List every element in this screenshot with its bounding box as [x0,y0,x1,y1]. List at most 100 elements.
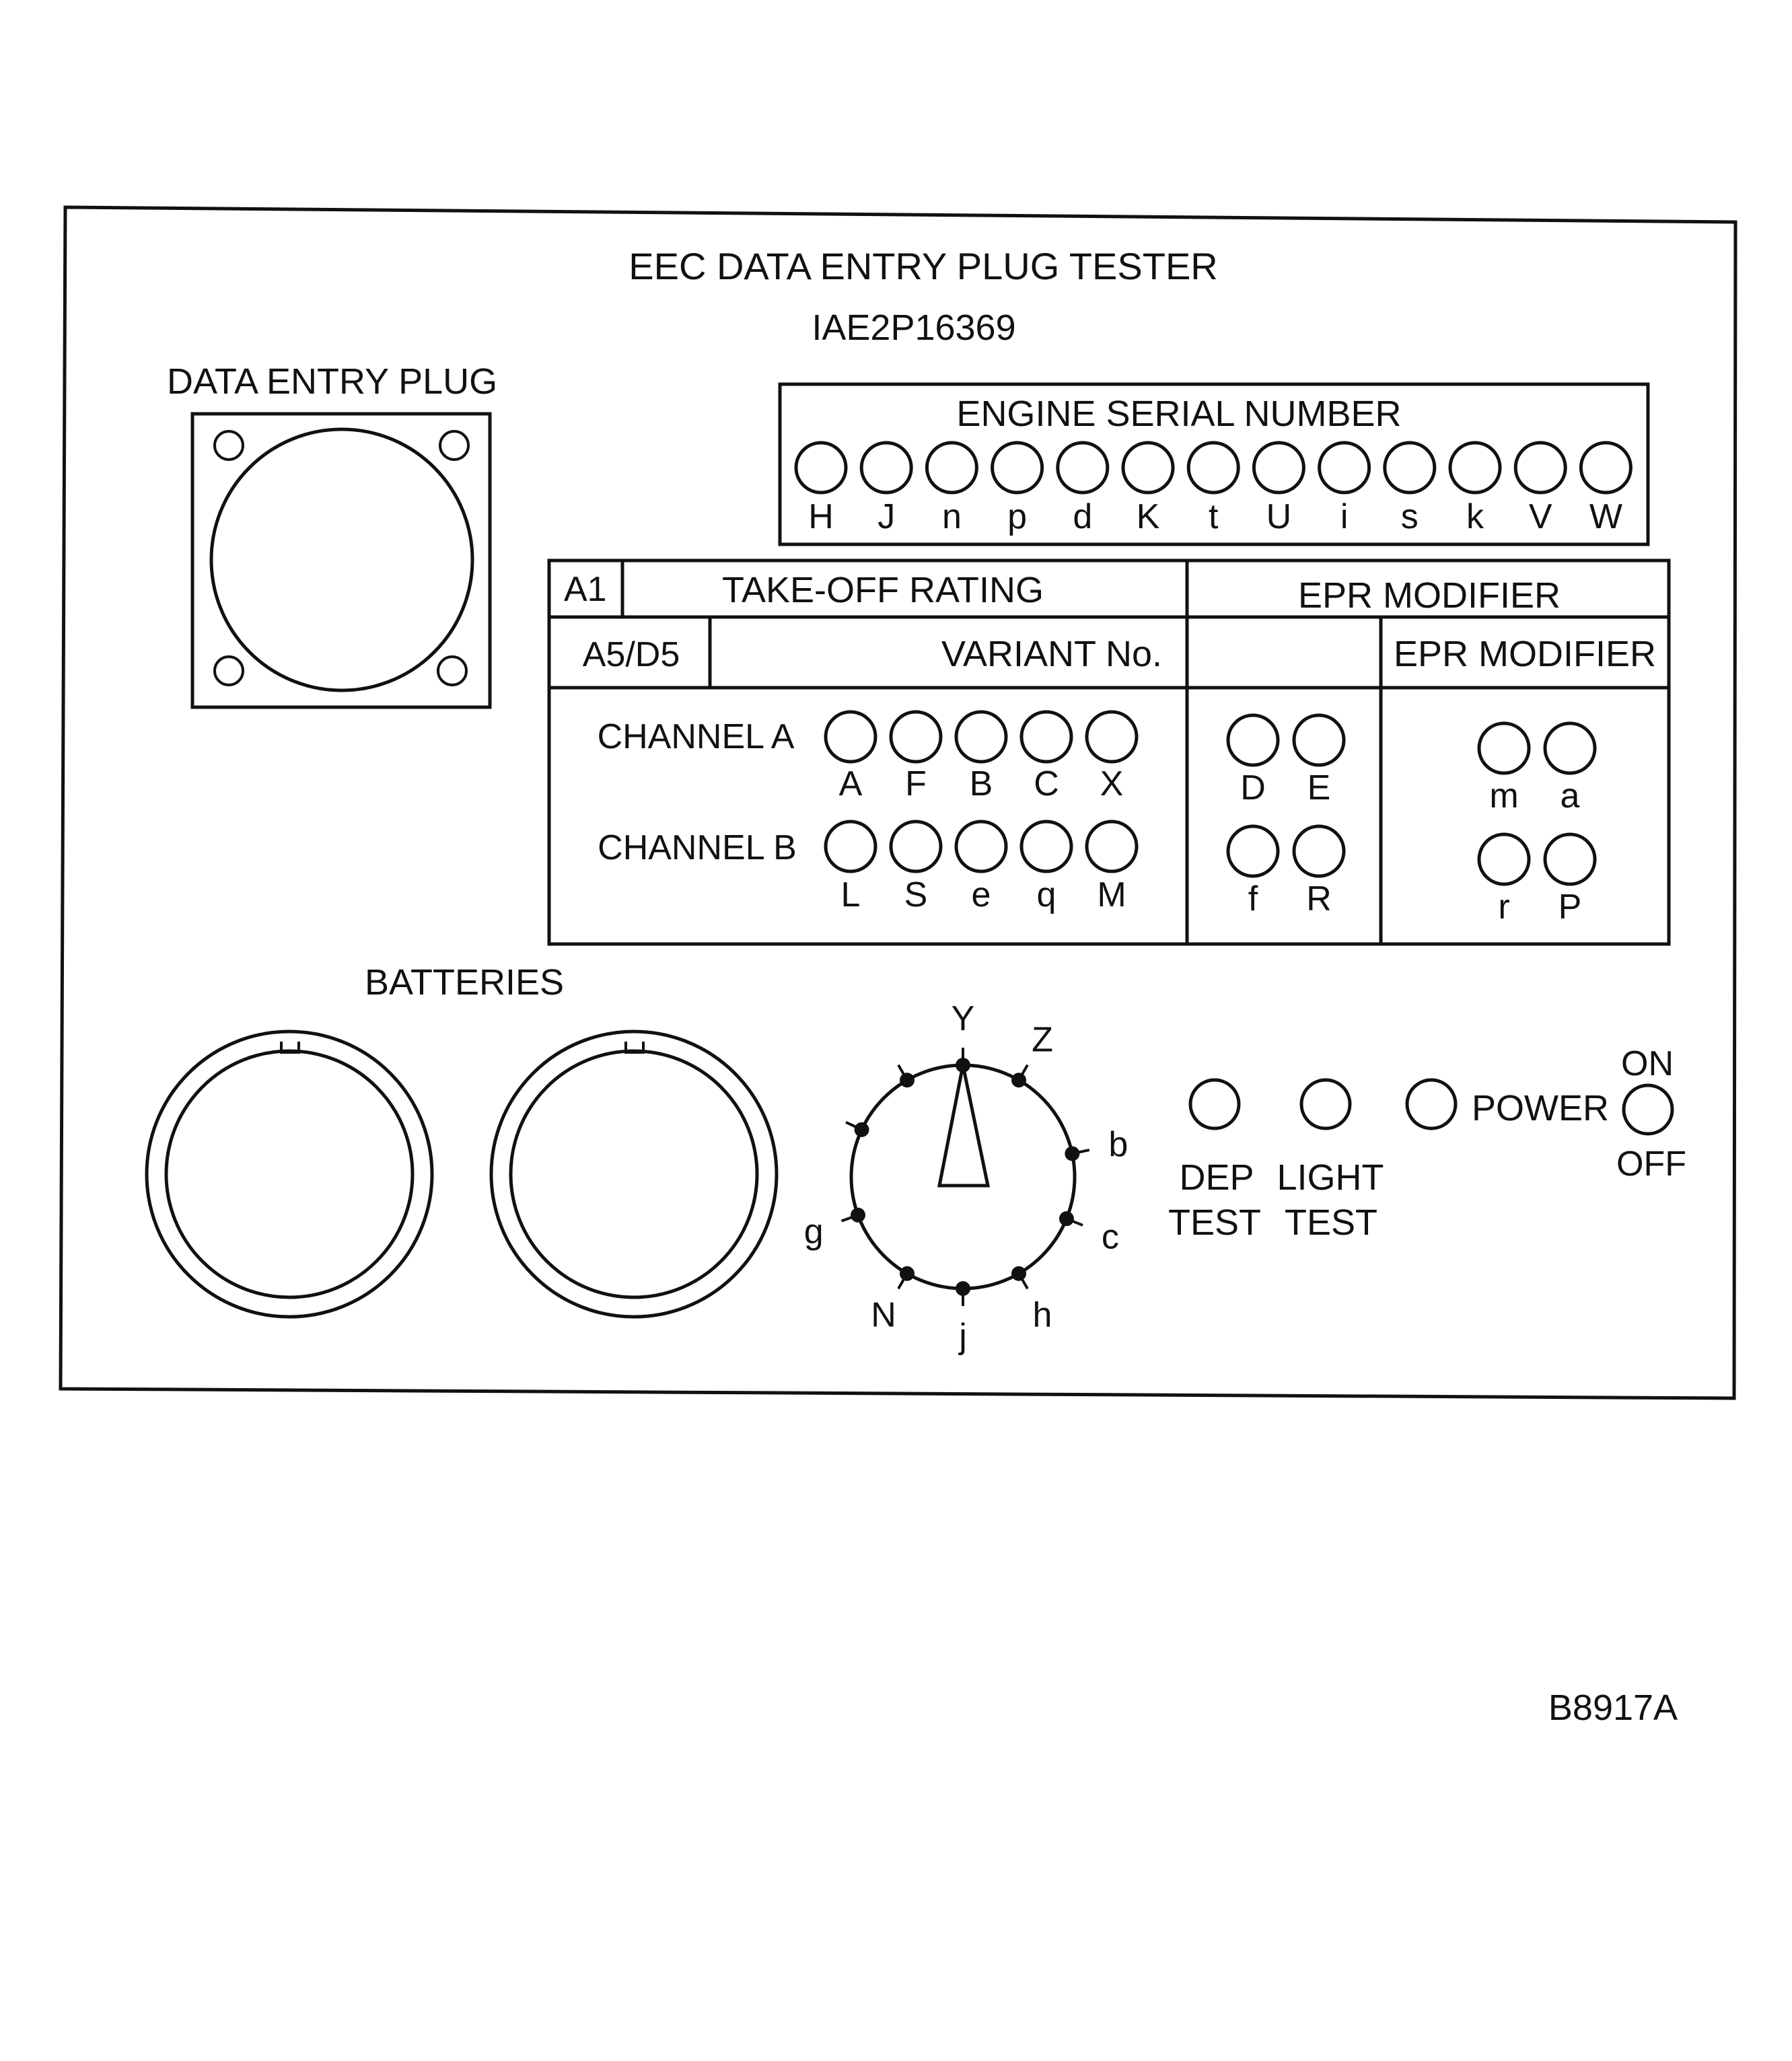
selector-tick [845,1121,863,1131]
lamp-label: d [1073,497,1092,536]
light-test-button[interactable] [1299,1078,1352,1130]
selector-tick [1066,1217,1083,1227]
lamp-label: L [841,875,861,914]
indicator-lamp [1579,441,1633,495]
indicator-lamp [889,710,943,764]
lamp-label: D [1240,768,1266,807]
lamp-label: P [1558,888,1582,927]
lamp-label: R [1306,879,1332,918]
indicator-lamp [1085,820,1139,873]
channel-b-lamp-S: S [889,820,943,914]
indicator-lamp [1226,713,1280,767]
selector-position-unlabeled[interactable] [897,1064,915,1088]
selector-tick [897,1064,908,1081]
lamp-label: H [808,497,834,536]
dep-test-button[interactable] [1188,1078,1241,1130]
indicator-lamp [1056,441,1110,495]
lamp-label: m [1489,776,1518,816]
lamp-label: q [1037,875,1056,914]
selector-pointer[interactable] [937,1064,991,1188]
selector-position-label: g [804,1213,824,1252]
selector-position-label: j [958,1317,967,1356]
channel-a-lamp-F: F [889,710,943,803]
selector-position-j[interactable]: j [956,1281,970,1356]
selector-position-b[interactable]: b [1065,1125,1128,1164]
power-off-label: OFF [1616,1145,1686,1184]
variant-lamp-R: R [1292,824,1346,918]
serial-lamp-i: i [1318,441,1371,536]
variant-number-label: VARIANT No. [941,634,1162,674]
lamp-label: C [1034,764,1059,803]
selector-position-label: N [871,1295,896,1334]
mounting-hole [213,430,244,461]
epr-modifier-header-2: EPR MODIFIER [1394,634,1656,674]
selector-position-Y[interactable]: Y [952,999,975,1073]
lamp-label: r [1498,888,1509,927]
lamp-label: f [1248,879,1258,918]
selector-position-Z[interactable]: Z [1011,1021,1053,1088]
indicator-lamp [1085,710,1139,764]
dep-test-label-line2: TEST [1168,1202,1261,1243]
indicator-lamp [991,441,1044,495]
serial-lamp-K: K [1121,441,1175,536]
rotary-selector-switch[interactable]: Y Zb c h j Ng [804,999,1128,1356]
selector-tick [1071,1149,1090,1155]
epr-modifier-header-1: EPR MODIFIER [1298,575,1561,616]
lamp-label: E [1307,768,1331,807]
indicator-lamp [889,820,943,873]
lamp-label: n [942,497,962,536]
selector-position-unlabeled[interactable] [845,1121,869,1137]
indicator-lamp [954,820,1008,873]
indicator-lamp [1543,832,1597,886]
power-on-off-switch[interactable] [1622,1083,1674,1136]
lamp-label: k [1466,497,1484,536]
indicator-lamp [1383,441,1437,495]
light-test-label-line1: LIGHT [1277,1157,1384,1198]
lamp-label: U [1266,497,1292,536]
epr-lamp-r: r [1477,832,1531,927]
channel-b-label: CHANNEL B [598,828,797,867]
lamp-label: K [1137,497,1160,536]
selector-tick [1017,1272,1029,1290]
channel-a-lamp-X: X [1085,710,1139,803]
selector-position-h[interactable]: h [1011,1266,1052,1335]
indicator-lamp [1226,824,1280,878]
lamp-label: S [904,875,928,914]
indicator-lamp [954,710,1008,764]
channel-b-lamp-e: e [954,820,1008,914]
selector-position-label: h [1033,1295,1052,1334]
panel-frame [59,205,1737,1400]
lamp-label: V [1529,497,1552,536]
serial-lamp-J: J [859,441,913,536]
selector-position-N[interactable]: N [871,1266,915,1335]
serial-lamp-H: H [794,441,848,536]
epr-lamp-a: a [1543,721,1597,816]
channel-a-label: CHANNEL A [598,717,795,756]
selector-position-g[interactable]: g [804,1207,866,1252]
selector-position-label: c [1102,1217,1119,1256]
lamp-label: B [970,764,993,803]
selector-position-label: b [1108,1125,1128,1164]
indicator-lamp [824,710,877,764]
power-on-label: ON [1621,1044,1674,1083]
channel-a-lamp-C: C [1019,710,1073,803]
lamp-label: W [1589,497,1622,536]
lamp-label: i [1340,497,1349,536]
serial-lamp-s: s [1383,441,1437,536]
serial-lamp-V: V [1513,441,1567,536]
indicator-lamp [1186,441,1240,495]
part-number: IAE2P16369 [812,308,1015,348]
serial-lamp-t: t [1186,441,1240,536]
lamp-label: a [1561,776,1580,816]
channel-a-lamp-B: B [954,710,1008,803]
indicator-lamp [1543,721,1597,775]
epr-lamp-m: m [1477,721,1531,816]
selector-position-c[interactable]: c [1059,1211,1119,1256]
power-lamp [1405,1078,1458,1130]
serial-lamp-p: p [991,441,1044,536]
battery-holder-right [489,1029,779,1319]
channel-b-lamp-M: M [1085,820,1139,914]
selector-position-label: Z [1032,1021,1053,1060]
